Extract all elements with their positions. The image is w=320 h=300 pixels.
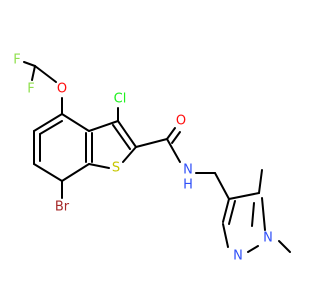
- atom-cl: Cl: [114, 92, 127, 107]
- bond-c2-camide: [135, 138, 168, 148]
- bond-s-c7a: [88, 163, 110, 169]
- atom-o-carbonyl: O: [176, 114, 186, 129]
- molecule-diagram: F F O Cl O S N H Br N N: [13, 53, 291, 264]
- bond-c5-c4: [33, 113, 63, 132]
- bond-n2-n1: [247, 245, 259, 253]
- atom-labels: F F O Cl O S N H Br N N: [13, 53, 273, 264]
- bond-c4p-c3p-1: [222, 198, 230, 223]
- bond-c3p-n2: [222, 223, 229, 248]
- bond-chf2-f1: [23, 61, 36, 67]
- bond-camide-o-1: [166, 127, 176, 140]
- bond-c3-c2-1: [117, 120, 137, 148]
- bond-c5-c4-inner: [39, 120, 63, 135]
- atom-n-methyl: N: [263, 231, 273, 246]
- bond-chf2-o: [34, 65, 57, 83]
- bond-c2-s: [122, 146, 137, 163]
- bond-lines: [23, 61, 291, 253]
- atom-s: S: [112, 161, 120, 176]
- bond-n1-methyl: [278, 240, 291, 253]
- atom-br: Br: [55, 200, 70, 215]
- bond-camide-o-2: [171, 131, 181, 144]
- bond-c7-c6: [33, 163, 63, 182]
- atom-n-pyrazole: N: [233, 249, 243, 264]
- bond-chf2-f2: [31, 65, 36, 81]
- bond-c4p-c3p-2: [228, 200, 236, 225]
- bond-c3a-c3: [88, 120, 119, 132]
- bond-c5p-methyl: [258, 169, 263, 194]
- atom-h-amide: H: [183, 178, 193, 193]
- bond-c4-c3a: [61, 113, 90, 132]
- bond-c5p-c5p-inner: [251, 202, 255, 227]
- bond-c4p-c5p: [228, 192, 260, 200]
- atom-f1: F: [13, 53, 20, 68]
- bond-c3-c2-2: [112, 124, 131, 150]
- atom-f2: F: [27, 82, 34, 97]
- bond-camide-n: [166, 138, 181, 163]
- bond-n1-c5p: [261, 197, 266, 231]
- atom-n-amide: N: [183, 163, 193, 178]
- atom-o-ether: O: [57, 82, 67, 97]
- bond-ch2-c4p: [214, 172, 230, 200]
- bond-c7a-c7: [61, 163, 90, 182]
- structure-canvas: F F O Cl O S N H Br N N: [13, 52, 291, 264]
